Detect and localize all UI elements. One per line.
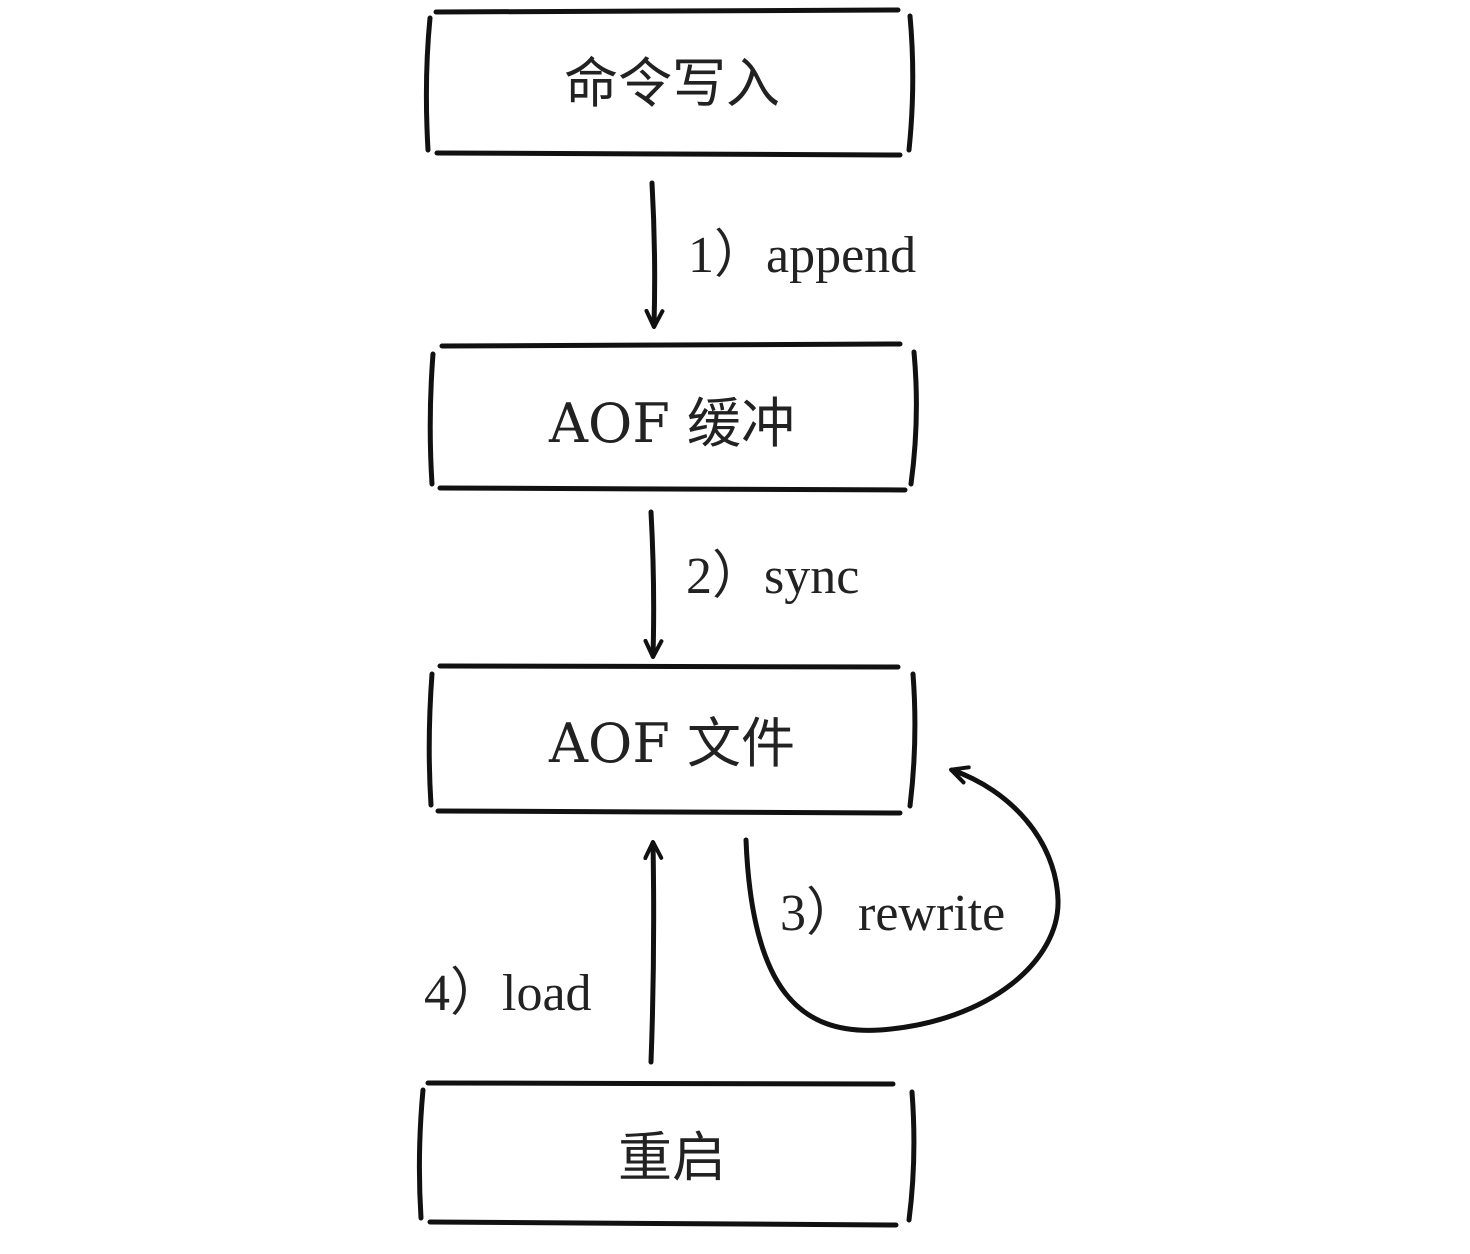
aof-buffer-box: AOF 缓冲 [427, 341, 919, 493]
append-label: 1）append [688, 227, 916, 284]
command-write-box: 命令写入 [423, 7, 916, 158]
rewrite-edge: 3）rewrite [743, 765, 1061, 1033]
load-edge: 4）load [424, 840, 664, 1065]
load-label: 4）load [424, 965, 592, 1022]
load-arrow [643, 840, 664, 1065]
restart-box: 重启 [416, 1080, 917, 1228]
restart-label: 重启 [618, 1126, 726, 1189]
append-arrow [644, 180, 665, 329]
sync-edge: 2）sync [643, 509, 859, 659]
rewrite-arrow [743, 765, 1061, 1033]
rewrite-label: 3）rewrite [780, 885, 1005, 942]
aof-file-box: AOF 文件 [426, 663, 918, 816]
sync-label: 2）sync [686, 548, 859, 605]
sync-arrow [643, 509, 664, 659]
append-edge: 1）append [644, 180, 916, 329]
command-write-label: 命令写入 [564, 52, 780, 115]
aof-file-label: AOF 文件 [548, 712, 795, 775]
aof-buffer-label: AOF 缓冲 [548, 392, 795, 455]
